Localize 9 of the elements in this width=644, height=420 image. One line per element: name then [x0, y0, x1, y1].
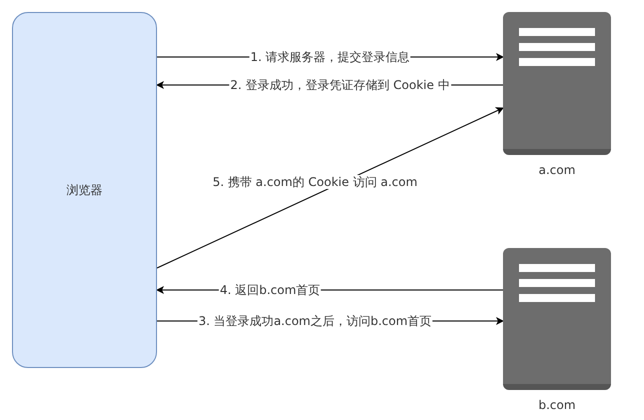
- edge-label: 3. 当登录成功a.com之后，访问b.com首页: [197, 314, 433, 328]
- arrow: [156, 107, 504, 268]
- server-label: a.com: [538, 163, 576, 177]
- edge-label: 2. 登录成功，登录凭证存储到 Cookie 中: [229, 78, 451, 92]
- browser-box: 浏览器: [12, 12, 157, 368]
- edge-label: 5. 携带 a.com的 Cookie 访问 a.com: [212, 175, 418, 189]
- edge-label: 4. 返回b.com首页: [218, 283, 322, 297]
- server-label: b.com: [537, 398, 577, 412]
- edge-label: 1. 请求服务器，提交登录信息: [249, 50, 411, 64]
